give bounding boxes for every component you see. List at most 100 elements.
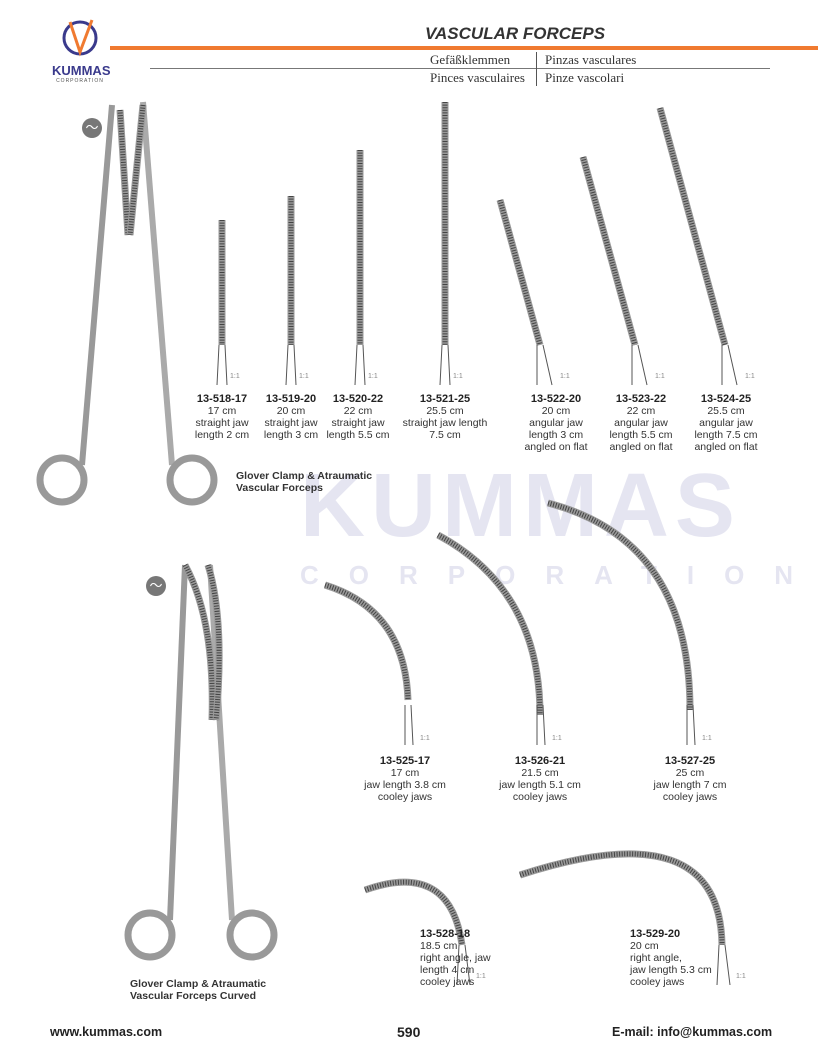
watermark-subtext: CORPORATION bbox=[300, 560, 818, 590]
page-title: VASCULAR FORCEPS bbox=[424, 24, 606, 43]
product-spec: jaw length 3.8 cm bbox=[364, 779, 446, 791]
product-spec: jaw length 5.3 cm bbox=[630, 964, 712, 976]
product-code: 13-524-25 bbox=[700, 393, 752, 405]
instrument-shaft bbox=[285, 344, 297, 386]
product-code: 13-522-20 bbox=[530, 393, 582, 405]
instrument-shaft bbox=[354, 344, 366, 386]
product-spec: 20 cm bbox=[541, 405, 571, 417]
product-spec: 7.5 cm bbox=[429, 429, 461, 441]
scale-label: 1:1 bbox=[745, 373, 755, 380]
subtitle-fr: Pinces vasculaires bbox=[430, 70, 525, 85]
scale-label: 1:1 bbox=[655, 373, 665, 380]
logo: KUMMAS CORPORATION bbox=[52, 14, 111, 84]
product-code: 13-521-25 bbox=[419, 393, 471, 405]
angled-jaw-tip bbox=[579, 156, 639, 346]
product-spec: straight jaw bbox=[264, 417, 318, 429]
section-name: Glover Clamp & Atraumatic Vascular Force… bbox=[130, 978, 266, 1002]
scale-label: 1:1 bbox=[736, 973, 746, 980]
product-spec: 22 cm bbox=[626, 405, 656, 417]
subtitle-de: Gefäßklemmen bbox=[430, 52, 511, 67]
product-spec: 25.5 cm bbox=[707, 405, 745, 417]
product-spec: angled on flat bbox=[609, 441, 673, 453]
scale-label: 1:1 bbox=[702, 735, 712, 742]
subtitle-it: Pinze vascolari bbox=[545, 70, 625, 85]
section-name-line: Glover Clamp & Atraumatic bbox=[130, 978, 267, 990]
product-spec: angular jaw bbox=[614, 417, 668, 429]
product-spec: cooley jaws bbox=[630, 976, 685, 988]
product-spec: 25.5 cm bbox=[426, 405, 464, 417]
scale-label: 1:1 bbox=[560, 373, 570, 380]
instrument-shaft bbox=[721, 344, 738, 386]
product-spec: length 3 cm bbox=[263, 429, 319, 441]
scale-label: 1:1 bbox=[368, 373, 378, 380]
product-code: 13-525-17 bbox=[379, 755, 431, 767]
clamp-jaw bbox=[127, 104, 146, 236]
footer-email: E-mail: info@kummas.com bbox=[612, 1025, 773, 1039]
product-code: 13-518-17 bbox=[196, 393, 248, 405]
product-spec: 20 cm bbox=[276, 405, 306, 417]
scale-label: 1:1 bbox=[230, 373, 240, 380]
right-angle-jaw-tip bbox=[364, 879, 465, 946]
curved-jaw-tip bbox=[436, 532, 543, 716]
clamp-jaw bbox=[117, 109, 131, 236]
product-spec: 17 cm bbox=[390, 767, 420, 779]
product-spec: 17 cm bbox=[207, 405, 237, 417]
product-spec: 22 cm bbox=[343, 405, 373, 417]
section-name-line: Vascular Forceps bbox=[236, 482, 323, 494]
scale-label: 1:1 bbox=[552, 735, 562, 742]
right-angle-jaw-tip bbox=[519, 851, 725, 946]
product-code: 13-526-21 bbox=[514, 755, 566, 767]
curved-jaw-tip bbox=[547, 500, 693, 711]
product-spec: 18.5 cm bbox=[420, 940, 458, 952]
scale-label: 1:1 bbox=[420, 735, 430, 742]
instrument-shaft bbox=[216, 344, 228, 386]
product-spec: right angle, jaw bbox=[420, 952, 491, 964]
product-spec: cooley jaws bbox=[662, 791, 718, 803]
instrument-shaft bbox=[404, 704, 414, 746]
watermark-text: KUMMAS bbox=[300, 456, 741, 556]
product-spec: cooley jaws bbox=[377, 791, 433, 803]
logo-subtext: CORPORATION bbox=[56, 78, 104, 84]
atraumatic-wave-icon: 〜 bbox=[146, 576, 166, 596]
section-name-line: Vascular Forceps Curved bbox=[130, 990, 257, 1002]
product-spec: angled on flat bbox=[694, 441, 758, 453]
subtitle-divider bbox=[536, 52, 537, 86]
clamp-jaw bbox=[181, 563, 216, 721]
product-code: 13-520-22 bbox=[332, 393, 384, 405]
product-spec: angular jaw bbox=[699, 417, 753, 429]
curved-jaw-tip bbox=[547, 499, 694, 711]
curved-jaw-tip bbox=[436, 531, 544, 716]
instrument-shaft bbox=[456, 944, 471, 986]
product-spec: straight jaw bbox=[331, 417, 385, 429]
footer-website: www.kummas.com bbox=[50, 1025, 163, 1039]
glover-clamp-illustration bbox=[124, 564, 278, 961]
product-spec: straight jaw length bbox=[402, 417, 488, 429]
product-spec: length 2 cm bbox=[194, 429, 250, 441]
product-spec: right angle, bbox=[630, 952, 682, 964]
instrument-shaft bbox=[631, 344, 648, 386]
product-spec: length 5.5 cm bbox=[609, 429, 673, 441]
instrument-shaft bbox=[536, 344, 553, 386]
product-spec: jaw length 7 cm bbox=[653, 779, 727, 791]
product-spec: length 4 cm bbox=[420, 964, 475, 976]
section-name: Glover Clamp & Atraumatic Vascular Force… bbox=[236, 470, 372, 494]
product-spec: angular jaw bbox=[529, 417, 583, 429]
product-spec: length 3 cm bbox=[528, 429, 584, 441]
product-spec: length 7.5 cm bbox=[694, 429, 758, 441]
product-code: 13-527-25 bbox=[664, 755, 716, 767]
product-code: 13-529-20 bbox=[630, 928, 681, 940]
curved-jaw-tip bbox=[324, 582, 411, 701]
